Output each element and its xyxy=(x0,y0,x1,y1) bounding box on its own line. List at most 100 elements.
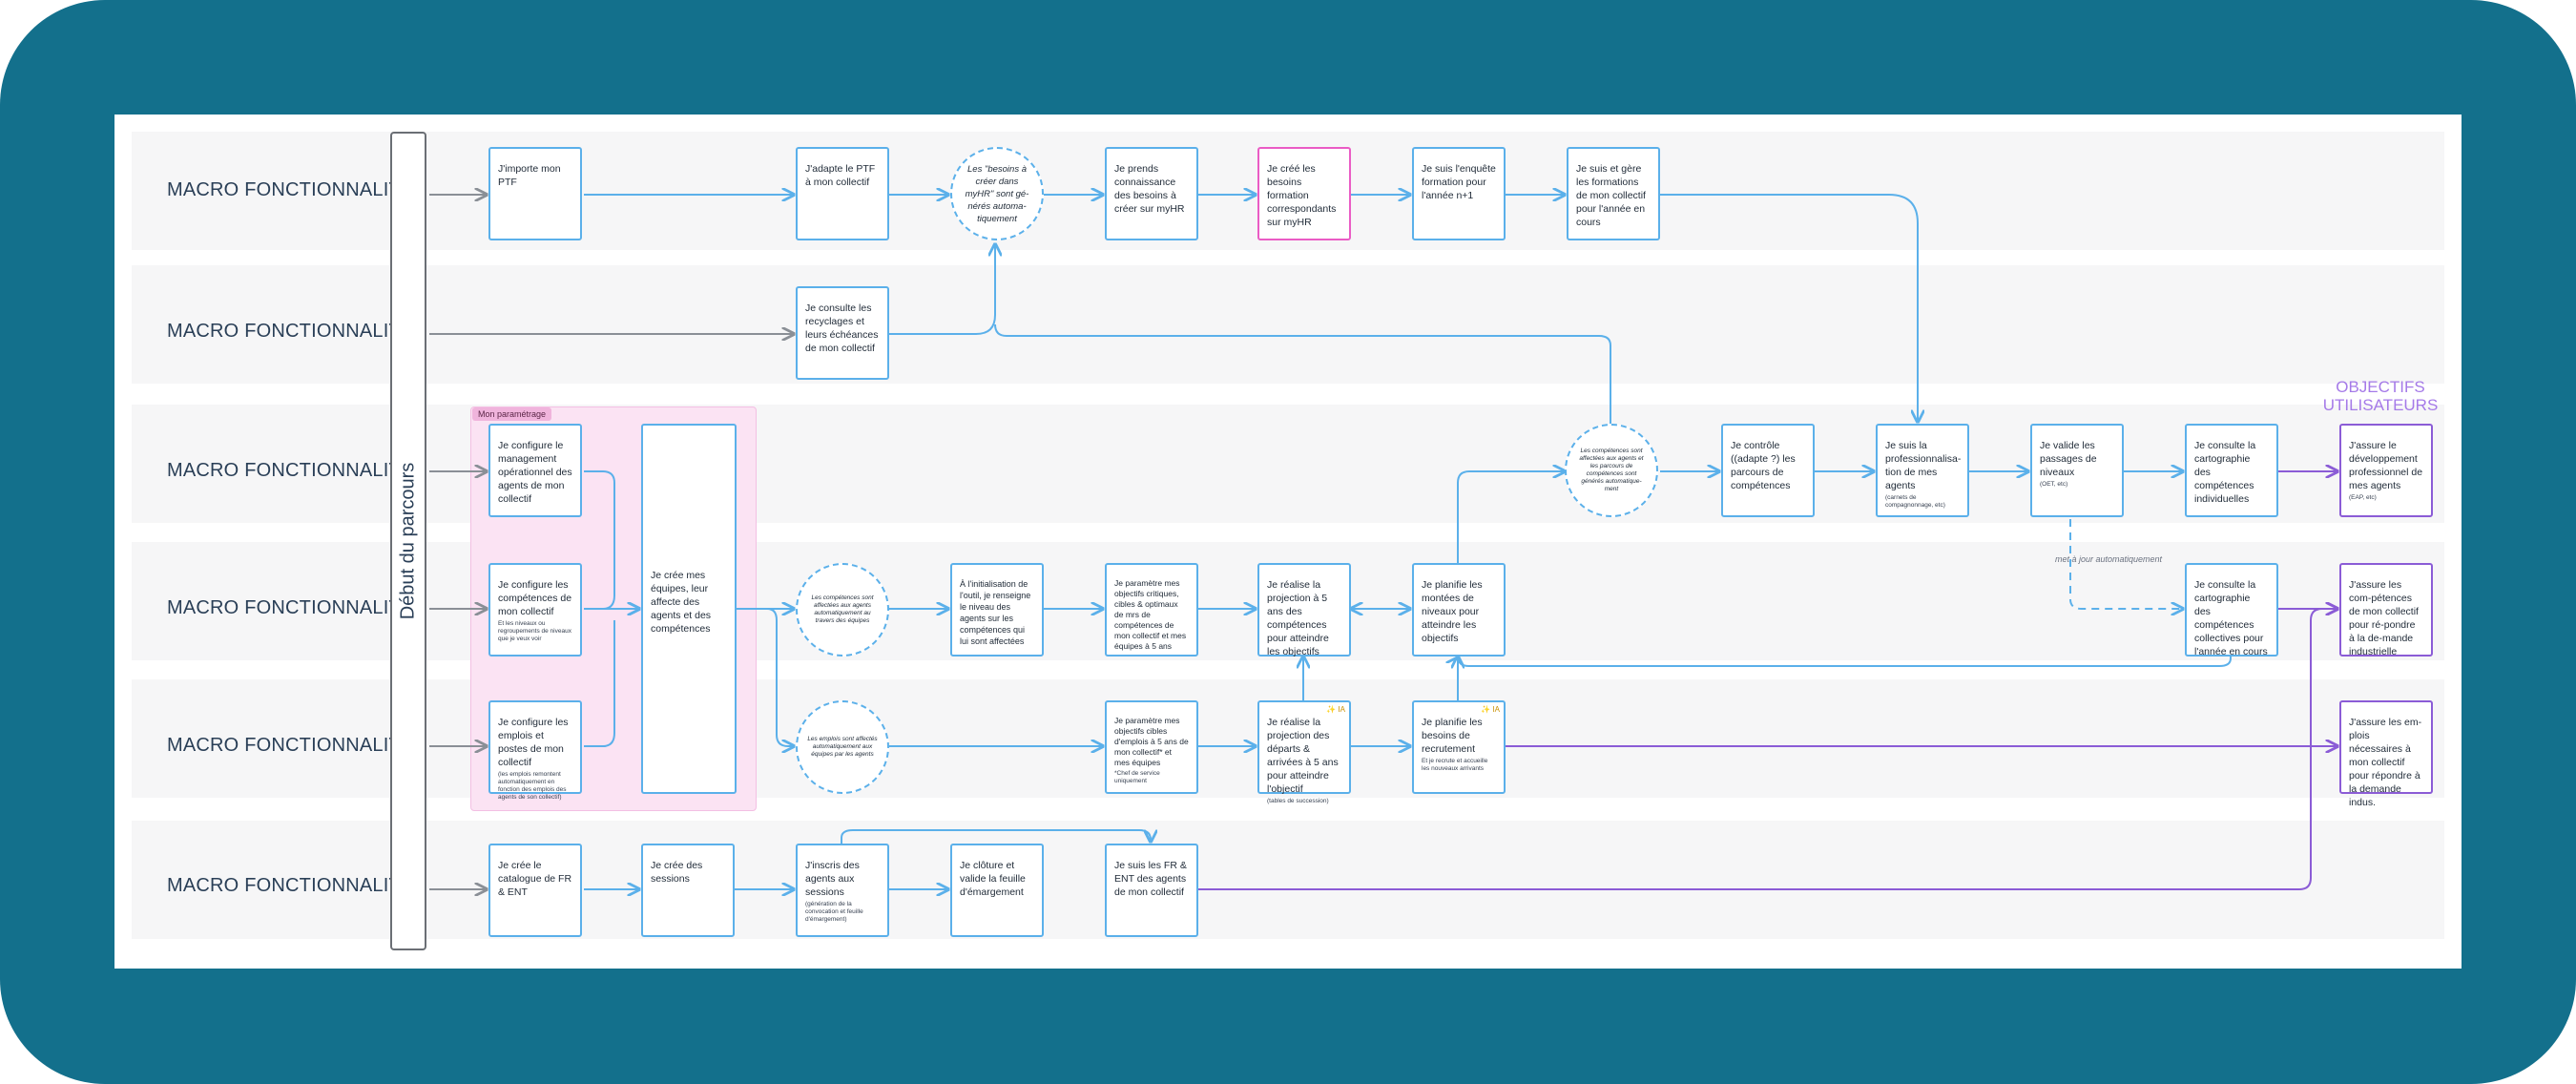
step-cartographie-individuelles[interactable]: Je consulte la cartographie des compéten… xyxy=(2185,424,2278,517)
ai-badge-icon: ✨ IA xyxy=(1481,705,1500,714)
objectives-title: OBJECTIFS UTILISATEURS xyxy=(2322,378,2439,414)
step-label: Je consulte les recyclages et leurs éché… xyxy=(805,302,879,354)
step-label: Je configure le management opérationnel … xyxy=(498,440,572,505)
step-inscris-agents[interactable]: J'inscris des agents aux sessions (généra… xyxy=(796,844,889,937)
step-sublabel: *Chef de service uniquement xyxy=(1114,770,1160,784)
auto-besoins-generes: Les "besoins à créer dans myHR" sont gé-… xyxy=(950,147,1044,240)
step-suis-professionnalisation[interactable]: Je suis la professionnalisa-tion de mes … xyxy=(1876,424,1969,517)
auto-competences-equipes: Les compétences sont affectées aux agent… xyxy=(796,563,889,657)
step-label: Je prends connaissance des besoins à cré… xyxy=(1114,163,1185,215)
objective-emplois[interactable]: J'assure les em-plois nécessaires à mon … xyxy=(2339,700,2433,808)
lane-label: MACRO FONCTIONNALITÉ xyxy=(167,597,414,618)
step-configure-competences[interactable]: Je configure les compétences de mon coll… xyxy=(488,563,582,657)
parametrage-tag: Mon paramétrage xyxy=(472,407,552,421)
objective-competences[interactable]: J'assure les com-pétences de mon collect… xyxy=(2339,563,2433,657)
step-prends-connaissance[interactable]: Je prends connaissance des besoins à cré… xyxy=(1105,147,1198,240)
step-cartographie-collectives[interactable]: Je consulte la cartographie des compéten… xyxy=(2185,563,2278,657)
lane-label: MACRO FONCTIONNALITÉ xyxy=(167,875,414,896)
step-label: Je contrôle ((adapte ?) les parcours de … xyxy=(1731,440,1796,491)
step-gere-formations[interactable]: Je suis et gère les formations de mon co… xyxy=(1567,147,1660,240)
lane-label: MACRO FONCTIONNALITÉ xyxy=(167,460,414,481)
met-a-jour-label: met à jour automatiquement xyxy=(2054,554,2163,564)
step-label: Je valide les passages de niveaux xyxy=(2040,440,2097,478)
step-label: J'assure le développement professionnel … xyxy=(2349,440,2423,491)
step-label: Je crée mes équipes, leur affecte des ag… xyxy=(651,570,712,635)
step-label: Je suis et gère les formations de mon co… xyxy=(1576,163,1646,228)
step-suis-enquete[interactable]: Je suis l'enquête formation pour l'année… xyxy=(1412,147,1506,240)
flow-arrows xyxy=(429,115,2462,969)
step-label: Je configure les compétences de mon coll… xyxy=(498,579,572,617)
auto-competences-parcours: Les compétences sont affectées aux agent… xyxy=(1565,424,1658,517)
lane-label: MACRO FONCTIONNALITÉ xyxy=(167,735,414,756)
flow-arrow xyxy=(994,323,1611,424)
circle-label: Les compétences sont affectées aux agent… xyxy=(1579,448,1644,492)
auto-emplois-equipes: Les emplois sont affectés automatiquemen… xyxy=(796,700,889,794)
step-realise-projection-competences[interactable]: Je réalise la projection à 5 ans des com… xyxy=(1257,563,1351,657)
step-label: Je paramètre mes objectifs cibles d'empl… xyxy=(1114,716,1189,767)
step-sublabel: Et les niveaux ou regroupements de nivea… xyxy=(498,620,571,642)
step-configure-management[interactable]: Je configure le management opérationnel … xyxy=(488,424,582,517)
step-label: Je configure les emplois et postes de mo… xyxy=(498,717,569,768)
step-sublabel: (tables de succession) xyxy=(1267,798,1329,804)
step-importe-ptf[interactable]: J'importe mon PTF xyxy=(488,147,582,240)
step-label: J'assure les em-plois nécessaires à mon … xyxy=(2349,717,2422,808)
step-label: Je crée des sessions xyxy=(651,860,703,885)
step-valide-passages[interactable]: Je valide les passages de niveaux(OET, e… xyxy=(2030,424,2124,517)
step-label: Je crée le catalogue de FR & ENT xyxy=(498,860,572,898)
step-planifie-montees[interactable]: Je planifie les montées de niveaux pour … xyxy=(1412,563,1506,657)
ai-badge-icon: ✨ IA xyxy=(1326,705,1345,714)
flow-arrow xyxy=(889,244,995,335)
step-initialisation[interactable]: À l'initialisation de l'outil, je rensei… xyxy=(950,563,1044,657)
step-label: Je planifie les montées de niveaux pour … xyxy=(1422,579,1483,644)
circle-label: Les "besoins à créer dans myHR" sont gé-… xyxy=(965,163,1029,224)
start-bar: Début du parcours xyxy=(390,132,426,950)
step-label: J'importe mon PTF xyxy=(498,163,561,188)
step-consulte-recyclages[interactable]: Je consulte les recyclages et leurs éché… xyxy=(796,286,889,380)
step-configure-emplois[interactable]: Je configure les emplois et postes de mo… xyxy=(488,700,582,801)
step-label: Je suis l'enquête formation pour l'année… xyxy=(1422,163,1496,201)
step-label: Je consulte la cartographie des compéten… xyxy=(2194,579,2268,657)
step-sublabel: (génération de la convocation et feuille… xyxy=(805,901,863,923)
step-parametre-emplois[interactable]: Je paramètre mes objectifs cibles d'empl… xyxy=(1105,700,1198,794)
diagram-board: MACRO FONCTIONNALITÉ MACRO FONCTIONNALIT… xyxy=(114,115,2462,969)
step-adapte-ptf[interactable]: J'adapte le PTF à mon collectif xyxy=(796,147,889,240)
step-cree-sessions[interactable]: Je crée des sessions xyxy=(641,844,735,937)
swimlane-2 xyxy=(132,265,2444,384)
step-planifie-recrutement[interactable]: ✨ IA Je planifie les besoins de recruteme… xyxy=(1412,700,1506,794)
step-sublabel: (EAP, etc) xyxy=(2349,494,2377,501)
step-label: Je suis les FR & ENT des agents de mon c… xyxy=(1114,860,1187,898)
flow-arrow xyxy=(1458,655,2232,666)
step-label: Je réalise la projection des départs & a… xyxy=(1267,717,1339,795)
objective-arrow xyxy=(1196,609,2337,890)
step-label: Je clôture et valide la feuille d'émarge… xyxy=(960,860,1026,898)
step-cloture[interactable]: Je clôture et valide la feuille d'émarge… xyxy=(950,844,1044,937)
flow-arrow xyxy=(766,608,794,746)
step-label: À l'initialisation de l'outil, je rensei… xyxy=(960,579,1031,646)
step-label: Je planifie les besoins de recrutement xyxy=(1422,717,1483,755)
step-label: Je réalise la projection à 5 ans des com… xyxy=(1267,579,1329,657)
lane-label: MACRO FONCTIONNALITÉ xyxy=(167,179,414,200)
step-realise-projection-departs[interactable]: ✨ IA Je réalise la projection des départs… xyxy=(1257,700,1351,804)
flow-arrow xyxy=(841,829,1151,844)
step-cree-equipes[interactable]: Je crée mes équipes, leur affecte des ag… xyxy=(641,424,737,794)
step-sublabel: (carnets de compagnonnage, etc) xyxy=(1885,494,1945,509)
step-sublabel: (les emplois remontent automatiquement e… xyxy=(498,771,567,801)
step-cree-catalogue[interactable]: Je crée le catalogue de FR & ENT xyxy=(488,844,582,937)
step-label: J'adapte le PTF à mon collectif xyxy=(805,163,876,188)
step-controle-parcours[interactable]: Je contrôle ((adapte ?) les parcours de … xyxy=(1721,424,1815,517)
step-sublabel: Et je recrute et accueille les nouveaux … xyxy=(1422,758,1488,772)
step-label: Je consulte la cartographie des compéten… xyxy=(2194,440,2256,505)
step-parametre-objectifs[interactable]: Je paramètre mes objectifs critiques, ci… xyxy=(1105,563,1198,657)
step-label: J'assure les com-pétences de mon collect… xyxy=(2349,579,2419,657)
flow-arrow xyxy=(1457,471,1565,563)
lane-label: MACRO FONCTIONNALITÉ xyxy=(167,321,414,342)
flow-arrow xyxy=(1660,194,1918,422)
objective-developpement[interactable]: J'assure le développement professionnel … xyxy=(2339,424,2433,517)
circle-label: Les emplois sont affectés automatiquemen… xyxy=(807,736,878,758)
step-suis-fr-ent[interactable]: Je suis les FR & ENT des agents de mon c… xyxy=(1105,844,1198,937)
flow-arrow xyxy=(584,470,615,610)
step-label: J'inscris des agents aux sessions xyxy=(805,860,860,898)
step-cree-besoins[interactable]: Je créé les besoins formation correspond… xyxy=(1257,147,1351,240)
circle-label: Les compétences sont affectées aux agent… xyxy=(811,594,874,624)
